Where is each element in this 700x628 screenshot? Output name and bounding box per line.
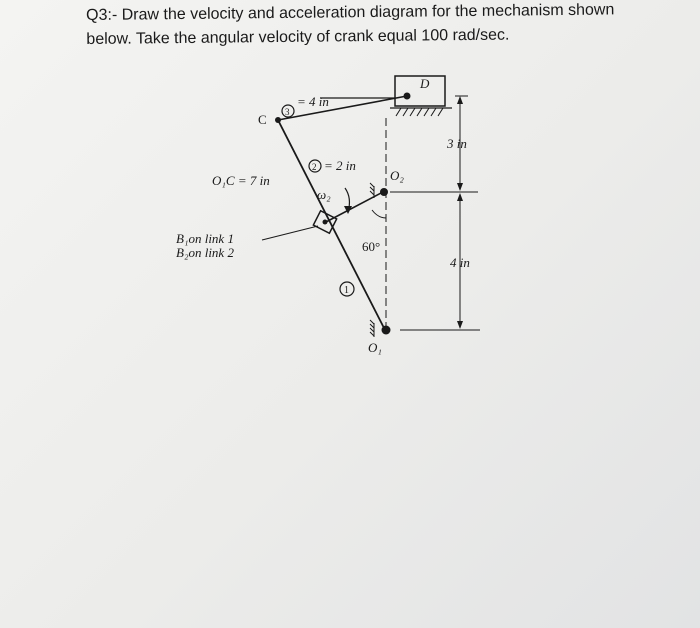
- link-3-number-circle: [281, 104, 295, 118]
- b-leader-line: [261, 225, 319, 241]
- pivot-o2-ground: [369, 182, 375, 198]
- link-2-length: = 2 in: [324, 158, 356, 173]
- omega-arrowhead: [344, 206, 352, 214]
- angle-arc: [371, 209, 387, 219]
- pivot-o1-ground: [369, 319, 375, 337]
- link-3-length: = 4 in: [297, 94, 329, 109]
- angle-label: 60°: [362, 239, 380, 254]
- label-c: C: [258, 112, 267, 127]
- link-1-number: 1: [344, 285, 349, 296]
- slider-block-d: [394, 75, 446, 107]
- slider-block-b: [312, 209, 338, 235]
- label-b1: B₁on link 1: [176, 231, 234, 246]
- link-1: [277, 119, 385, 329]
- link-3: [277, 95, 408, 121]
- dim-upper-label: 3 in: [446, 136, 467, 151]
- joint-b: [322, 219, 328, 225]
- dim-upper-arrow-bottom: [457, 183, 463, 191]
- link-2-number-circle: [308, 159, 322, 173]
- label-o2: O₂: [390, 168, 404, 183]
- dim-lower-arrow-top: [457, 193, 463, 201]
- link-3-number: 3: [285, 107, 290, 117]
- slider-label-d: D: [419, 76, 430, 91]
- pivot-o2: [380, 188, 388, 196]
- pivot-o1: [381, 325, 391, 335]
- dim-lower-label: 4 in: [450, 255, 470, 270]
- slider-ground-hatch: [395, 107, 444, 117]
- dim-lower-arrow-bottom: [457, 321, 463, 329]
- omega-label: ω₂: [317, 187, 331, 202]
- dim-upper-arrow-top: [457, 96, 463, 104]
- link-2-number: 2: [312, 162, 317, 172]
- label-b2: B₂on link 2: [176, 245, 234, 260]
- link-1-number-circle: [339, 281, 355, 297]
- label-o1: O₁: [368, 340, 382, 355]
- label-o1c: O₁C = 7 in: [212, 173, 270, 188]
